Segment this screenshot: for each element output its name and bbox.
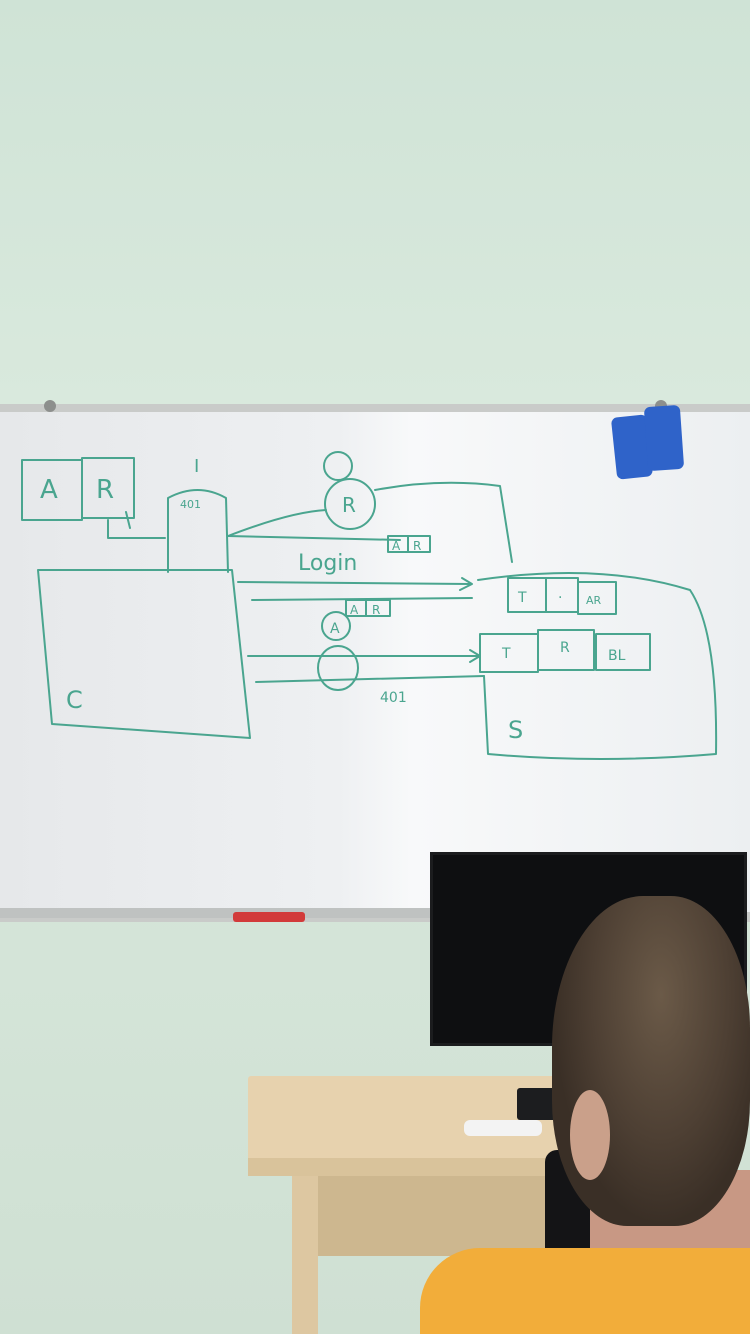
login-label: Login bbox=[298, 551, 357, 576]
box-a-label: A bbox=[40, 475, 58, 505]
client-label: C bbox=[66, 686, 83, 714]
whiteboard bbox=[0, 412, 750, 912]
srv-row1-cell-1: T bbox=[517, 590, 527, 606]
desk-leg bbox=[292, 1176, 318, 1334]
arrow-ar-to-i bbox=[107, 519, 166, 539]
unauth-arrow bbox=[255, 675, 485, 683]
arrow-top-to-server bbox=[374, 481, 513, 563]
code-bottom-label: 401 bbox=[380, 690, 407, 706]
server-label: S bbox=[508, 716, 523, 744]
remote-control bbox=[464, 1120, 542, 1136]
person-bottom-body bbox=[317, 645, 359, 691]
whiteboard-diagram: A R I 401 R A R Login A R A 401 C S T · … bbox=[21, 451, 718, 760]
srv-row2-cell-3: BL bbox=[608, 648, 626, 664]
person-bottom-head bbox=[321, 611, 351, 641]
node-i-label: I bbox=[194, 456, 199, 477]
srv-row1-cell-2: · bbox=[558, 590, 562, 606]
board-pin-left bbox=[44, 400, 56, 412]
srv-row1-cell-3: AR bbox=[586, 594, 602, 607]
login-arrow bbox=[237, 581, 471, 585]
desk-panel bbox=[318, 1176, 548, 1256]
token-r-label-1: R bbox=[413, 539, 421, 553]
board-tray bbox=[0, 908, 430, 918]
node-i bbox=[167, 489, 229, 573]
token-a-label-1: A bbox=[392, 539, 401, 553]
person-ear bbox=[570, 1090, 610, 1180]
token-r-label-2: R bbox=[372, 603, 380, 617]
desk-edge bbox=[248, 1158, 578, 1176]
client-box bbox=[37, 569, 251, 739]
srv-row2-cell-1: T bbox=[501, 646, 511, 662]
srv-row2-cell-2: R bbox=[560, 640, 570, 656]
token-a-label-2: A bbox=[350, 603, 359, 617]
person-bottom-label: A bbox=[330, 621, 340, 637]
person-top-body bbox=[324, 478, 376, 530]
box-r-label: R bbox=[96, 475, 114, 505]
person-top-head bbox=[323, 451, 353, 481]
server-box bbox=[477, 571, 718, 760]
person-shirt bbox=[420, 1248, 750, 1334]
box-r bbox=[81, 457, 135, 519]
person-top-label: R bbox=[342, 493, 356, 517]
red-marker bbox=[233, 912, 305, 922]
node-i-code: 401 bbox=[180, 498, 201, 511]
